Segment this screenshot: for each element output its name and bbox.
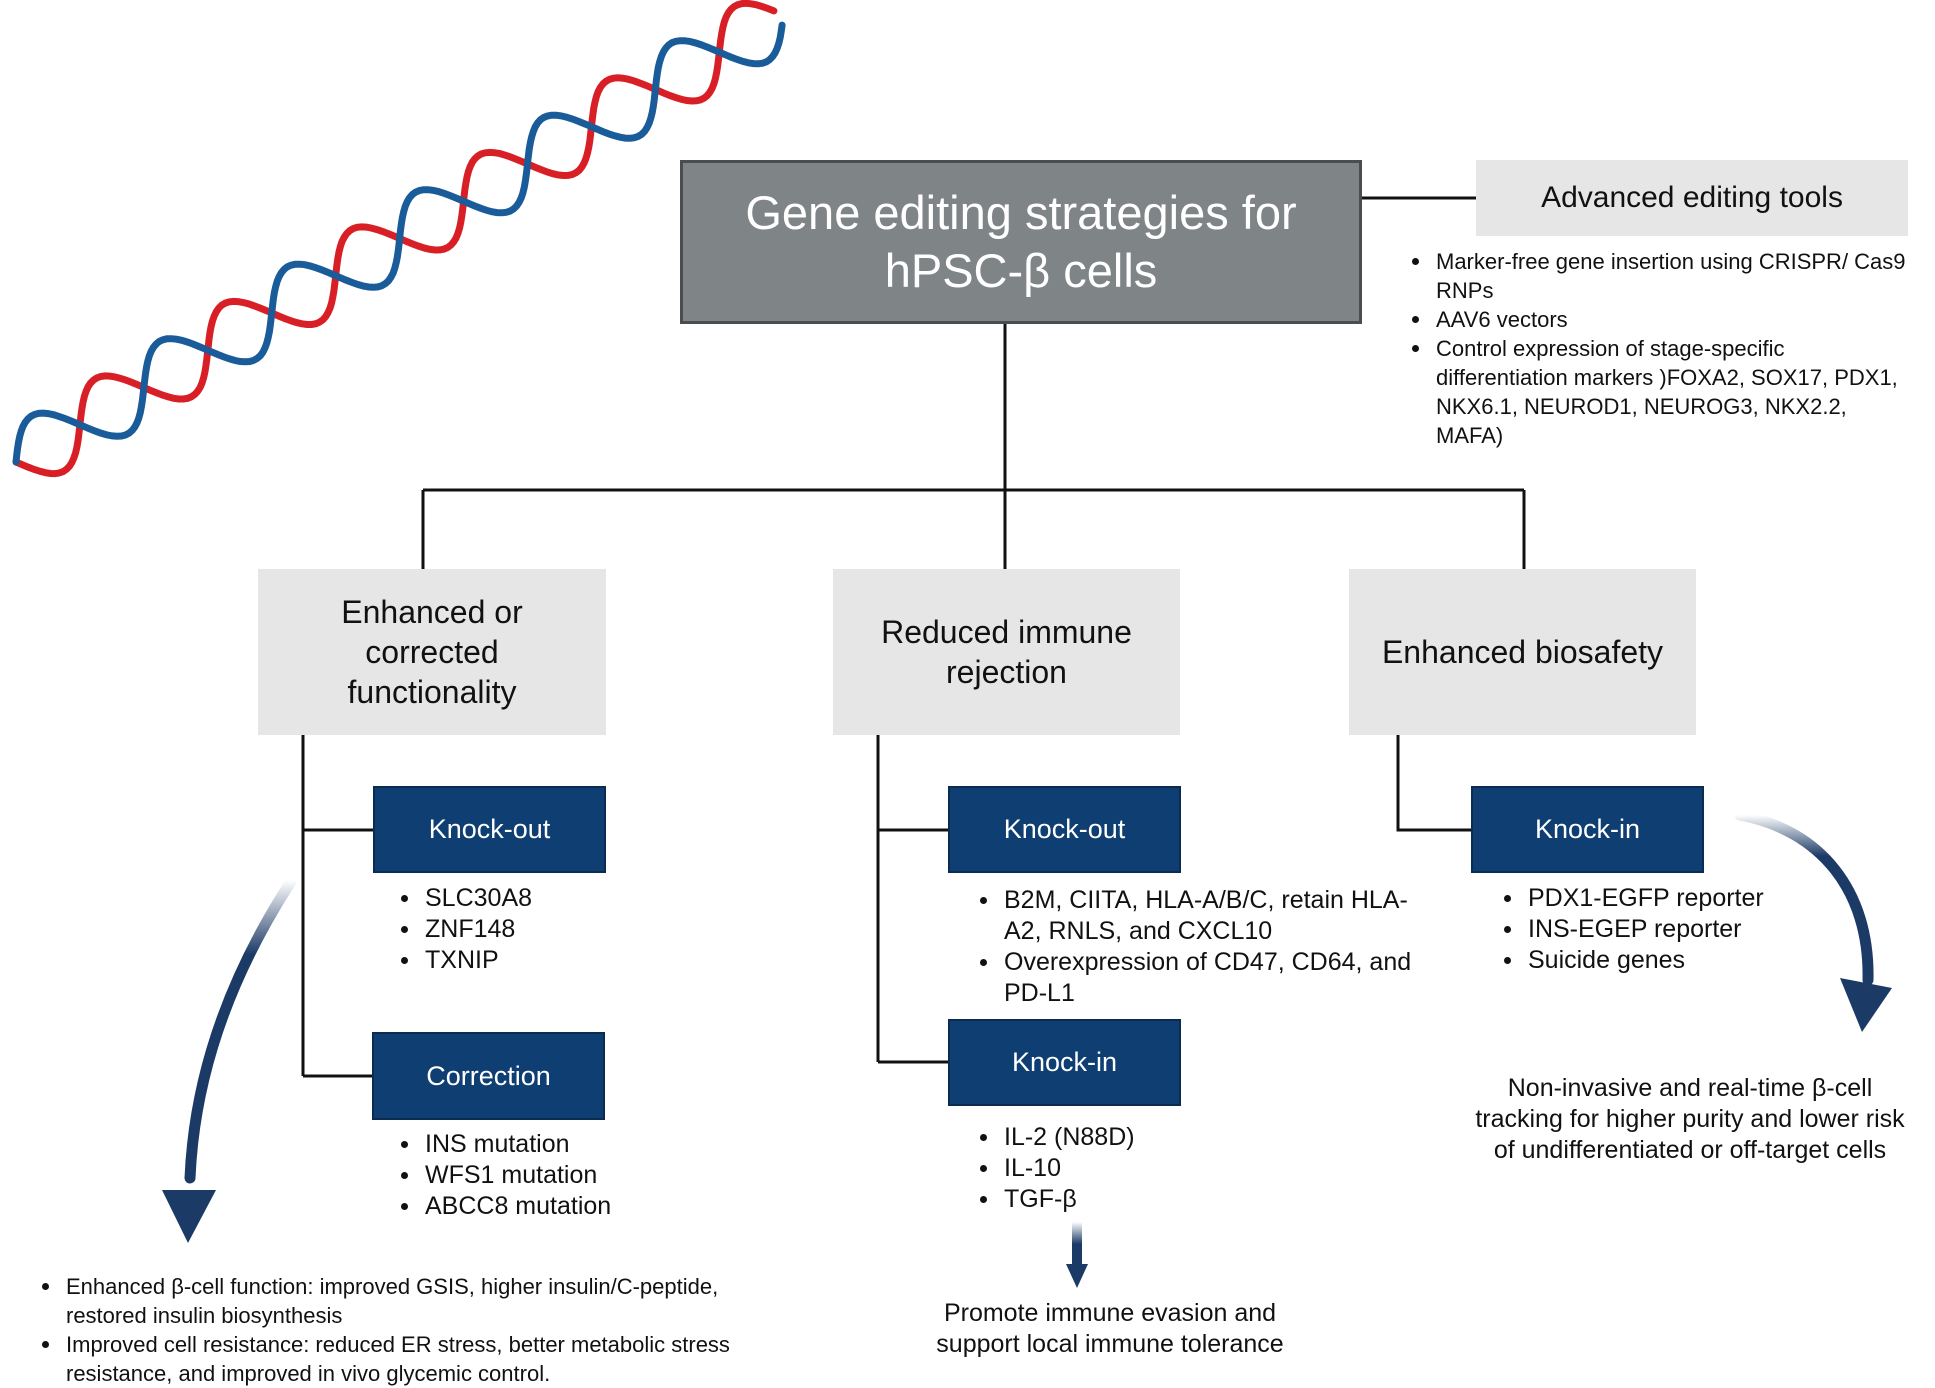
knockout-immune-box: Knock-out xyxy=(948,786,1181,873)
list-item: IL-2 (N88D) xyxy=(974,1122,1274,1153)
correction-box: Correction xyxy=(372,1032,605,1120)
curved-arrow-left-icon xyxy=(162,874,298,1243)
functionality-outcomes-list: Enhanced β-cell function: improved GSIS,… xyxy=(36,1272,766,1388)
list-item: Improved cell resistance: reduced ER str… xyxy=(36,1330,766,1388)
main-title: Gene editing strategies for hPSC-β cells xyxy=(745,186,1297,297)
correction-list: INS mutation WFS1 mutation ABCC8 mutatio… xyxy=(395,1129,695,1222)
list-item: INS mutation xyxy=(395,1129,695,1160)
knockout-immune-list: B2M, CIITA, HLA-A/B/C, retain HLA-A2, RN… xyxy=(974,885,1444,1009)
list-item: ABCC8 mutation xyxy=(395,1191,695,1222)
dna-strand-blue xyxy=(12,21,786,466)
cat3-knockin-connector xyxy=(1396,735,1471,832)
list-item: Enhanced β-cell function: improved GSIS,… xyxy=(36,1272,766,1330)
list-item: WFS1 mutation xyxy=(395,1160,695,1191)
list-item: B2M, CIITA, HLA-A/B/C, retain HLA-A2, RN… xyxy=(974,885,1444,947)
method-label: Correction xyxy=(426,1060,551,1091)
knockout-functionality-box: Knock-out xyxy=(373,786,606,873)
advanced-tools-list: Marker-free gene insertion using CRISPR/… xyxy=(1406,247,1916,450)
dna-helix-icon xyxy=(12,0,786,478)
down-arrow-middle-icon xyxy=(1066,1222,1088,1288)
category-immune-rejection-box: Reduced immune rejection xyxy=(833,569,1180,735)
curved-arrow-right-icon xyxy=(1734,809,1892,1032)
list-item: AAV6 vectors xyxy=(1406,305,1916,334)
list-item: TGF-β xyxy=(974,1184,1274,1215)
list-item: SLC30A8 xyxy=(395,883,695,914)
category-label: Enhanced biosafety xyxy=(1381,634,1664,670)
list-item: ZNF148 xyxy=(395,914,695,945)
list-item: PDX1-EGFP reporter xyxy=(1498,883,1798,914)
knockin-biosafety-list: PDX1-EGFP reporter INS-EGEP reporter Sui… xyxy=(1498,883,1798,976)
biosafety-outcome-text: Non-invasive and real-time β-cell tracki… xyxy=(1475,1074,1905,1164)
knockin-immune-list: IL-2 (N88D) IL-10 TGF-β xyxy=(974,1122,1274,1215)
list-item: Suicide genes xyxy=(1498,945,1798,976)
list-item: Overexpression of CD47, CD64, and PD-L1 xyxy=(974,947,1444,1009)
method-label: Knock-out xyxy=(428,814,551,844)
method-label: Knock-in xyxy=(1011,1047,1118,1077)
category-label: Reduced immune rejection xyxy=(881,614,1132,690)
list-item: IL-10 xyxy=(974,1153,1274,1184)
method-label: Knock-in xyxy=(1534,814,1641,844)
main-title-box: Gene editing strategies for hPSC-β cells xyxy=(680,160,1362,324)
advanced-tools-box: Advanced editing tools xyxy=(1476,160,1908,236)
list-item: INS-EGEP reporter xyxy=(1498,914,1798,945)
knockin-biosafety-box: Knock-in xyxy=(1471,786,1704,873)
list-item: Marker-free gene insertion using CRISPR/… xyxy=(1406,247,1916,305)
immune-outcome-text: Promote immune evasion and support local… xyxy=(936,1299,1284,1358)
advanced-tools-label: Advanced editing tools xyxy=(1541,181,1843,214)
tree-connectors xyxy=(301,196,1526,1078)
list-item: TXNIP xyxy=(395,945,695,976)
category-biosafety-box: Enhanced biosafety xyxy=(1349,569,1696,735)
category-enhanced-functionality-box: Enhanced or corrected functionality xyxy=(258,569,606,735)
list-item: Control expression of stage-specific dif… xyxy=(1406,334,1916,450)
category-label: Enhanced or corrected functionality xyxy=(341,594,523,710)
method-label: Knock-out xyxy=(1003,814,1126,844)
knockout-functionality-list: SLC30A8 ZNF148 TXNIP xyxy=(395,883,695,976)
knockin-immune-box: Knock-in xyxy=(948,1019,1181,1106)
